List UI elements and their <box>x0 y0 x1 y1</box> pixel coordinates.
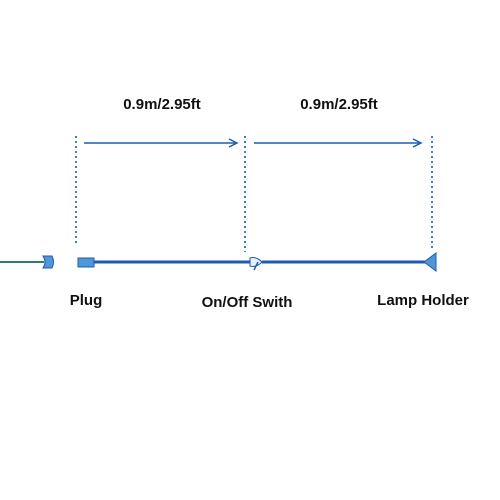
segment-1-arrow-head <box>228 138 239 148</box>
segment-2-length-label: 0.9m/2.95ft <box>300 96 378 113</box>
switch-mark <box>253 261 259 271</box>
lamp-holder-label: Lamp Holder <box>377 292 469 309</box>
switch-label: On/Off Swith <box>202 294 293 311</box>
plug-socket-icon <box>42 255 54 269</box>
plug-icon <box>77 257 95 268</box>
lamp-holder-icon <box>423 252 437 272</box>
on-off-switch-icon <box>249 257 263 267</box>
segment-1-length-label: 0.9m/2.95ft <box>123 96 201 113</box>
segment-2-arrow-head <box>412 138 423 148</box>
plug-label: Plug <box>70 292 103 309</box>
